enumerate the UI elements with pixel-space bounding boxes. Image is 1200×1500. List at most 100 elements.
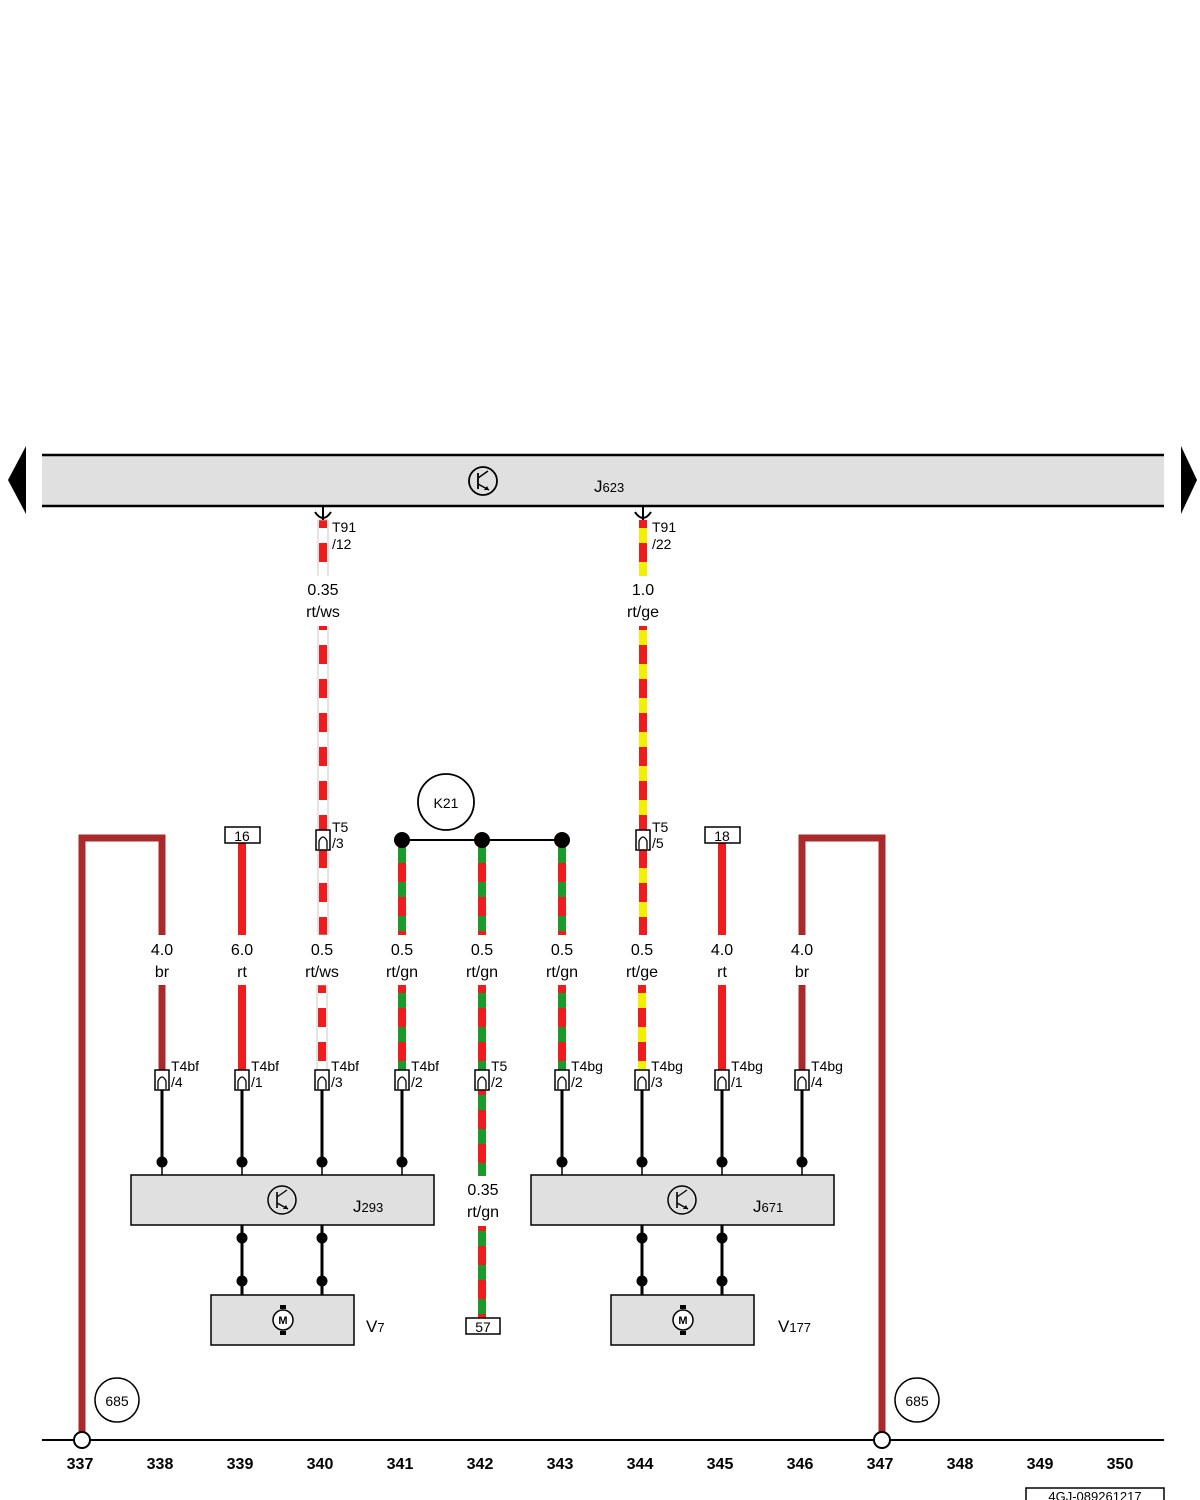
v7-motor: M V7 xyxy=(210,1294,385,1346)
previous-page-arrow[interactable] xyxy=(8,446,26,514)
svg-text:/4: /4 xyxy=(171,1074,183,1090)
wire-label-color: rt/gn xyxy=(546,964,578,981)
svg-text:T91: T91 xyxy=(332,519,356,535)
j293-module: J293 xyxy=(130,1174,435,1226)
motor-leads xyxy=(236,1225,728,1295)
v177-motor: M V177 xyxy=(610,1294,811,1346)
svg-text:/2: /2 xyxy=(411,1074,423,1090)
svg-text:/2: /2 xyxy=(491,1074,503,1090)
wire-rt-gn-a xyxy=(397,840,407,935)
wire-label-color: rt/ws xyxy=(305,964,339,981)
motor-m-icon: M xyxy=(272,1305,294,1335)
svg-text:T5: T5 xyxy=(332,819,349,835)
k21-junction xyxy=(394,832,570,848)
svg-text:T5: T5 xyxy=(491,1058,508,1074)
j671-module: J671 xyxy=(530,1174,835,1226)
v7-label: V7 xyxy=(366,1317,385,1336)
grid-number: 339 xyxy=(227,1456,254,1473)
wire-lower-3 xyxy=(397,985,407,1070)
mid-connectors: T5 /3 T5 /5 xyxy=(315,819,669,851)
wire-label-color: rt/gn xyxy=(386,964,418,981)
wire-lower-1 xyxy=(237,985,247,1070)
wire-label-size: 1.0 xyxy=(632,582,654,599)
wire-rt-16 xyxy=(237,843,247,935)
svg-text:T4bf: T4bf xyxy=(331,1058,359,1074)
wire-layer xyxy=(237,519,727,1318)
wire-label-size: 0.5 xyxy=(631,942,653,959)
svg-text:K21: K21 xyxy=(434,795,459,811)
svg-text:/1: /1 xyxy=(251,1074,263,1090)
wire-label-size: 0.5 xyxy=(471,942,493,959)
connector-t5-2: T5/2 xyxy=(474,1058,508,1091)
document-id: 4GJ-089261217 xyxy=(1025,1487,1165,1500)
svg-text:4GJ-089261217: 4GJ-089261217 xyxy=(1048,1489,1141,1500)
svg-text:T4bf: T4bf xyxy=(171,1058,199,1074)
transistor-icon xyxy=(468,466,498,496)
grid-number: 343 xyxy=(547,1456,574,1473)
lower-connectors: T4bf/4T4bf/1T4bf/3T4bf/2T5/2T4bg/2T4bg/3… xyxy=(154,1058,843,1091)
svg-text:/5: /5 xyxy=(652,835,664,851)
next-page-arrow[interactable] xyxy=(1181,446,1197,514)
top-pin-t91-12: T91 /12 xyxy=(314,507,356,552)
svg-text:T91: T91 xyxy=(652,519,676,535)
grid-number: 350 xyxy=(1107,1456,1134,1473)
grid-number: 337 xyxy=(67,1456,94,1473)
grid-number: 346 xyxy=(787,1456,814,1473)
svg-text:18: 18 xyxy=(714,828,730,844)
connector-t4bg-1: T4bg/1 xyxy=(714,1058,763,1091)
wire-ref-18: 18 xyxy=(704,826,741,844)
wire-label-color: rt/ge xyxy=(626,964,658,981)
wire-rt-gn-c xyxy=(557,840,567,935)
svg-text:T5: T5 xyxy=(652,819,669,835)
svg-text:T4bf: T4bf xyxy=(251,1058,279,1074)
k21-indicator: K21 xyxy=(417,773,475,831)
svg-text:57: 57 xyxy=(475,1319,491,1335)
wire-label-size: 4.0 xyxy=(791,942,813,959)
wire-labels: 0.35 rt/ws 1.0 rt/ge 0.35 rt/gn xyxy=(296,576,672,1226)
j623-control-unit: J623 xyxy=(42,453,1164,508)
svg-text:/12: /12 xyxy=(332,536,352,552)
wire-rt-gn-57 xyxy=(477,985,487,1318)
connector-t5-5: T5 /5 xyxy=(635,819,669,851)
brown-ground-wire-left xyxy=(76,832,168,1440)
transistor-icon xyxy=(267,1185,297,1215)
grid-number: 348 xyxy=(947,1456,974,1473)
wire-label-size: 0.35 xyxy=(307,582,338,599)
wire-label-color: rt/gn xyxy=(467,1204,499,1221)
connector-t4bg-2: T4bg/2 xyxy=(554,1058,603,1091)
connector-t4bg-4: T4bg/4 xyxy=(794,1058,843,1091)
wire-label-size: 0.35 xyxy=(467,1182,498,1199)
grid-number: 338 xyxy=(147,1456,174,1473)
j623-label: J623 xyxy=(594,477,624,496)
j671-label: J671 xyxy=(753,1197,783,1216)
svg-text:685: 685 xyxy=(105,1393,129,1409)
svg-text:M: M xyxy=(678,1315,687,1327)
grid-number: 341 xyxy=(387,1456,414,1473)
transistor-icon xyxy=(667,1185,697,1215)
wire-label-color: rt/ge xyxy=(627,604,659,621)
module-leads xyxy=(156,1090,808,1175)
wire-lower-7 xyxy=(717,985,727,1070)
wire-label-color: rt xyxy=(717,964,727,981)
wire-rt-ws-upper xyxy=(317,519,329,936)
wire-rt-gn-b xyxy=(477,840,487,935)
svg-text:/3: /3 xyxy=(331,1074,343,1090)
grid-number: 349 xyxy=(1027,1456,1054,1473)
connector-t4bf-1: T4bf/1 xyxy=(234,1058,279,1091)
grid-number: 345 xyxy=(707,1456,734,1473)
svg-text:/22: /22 xyxy=(652,536,672,552)
svg-text:/4: /4 xyxy=(811,1074,823,1090)
wire-label-color: br xyxy=(155,964,170,981)
svg-text:/2: /2 xyxy=(571,1074,583,1090)
svg-text:T4bg: T4bg xyxy=(651,1058,683,1074)
mid-wire-labels: 4.0 br 6.0 rt 0.5 rt/ws 0.5 rt/gn 0.5 rt… xyxy=(130,935,850,985)
svg-text:T4bg: T4bg xyxy=(811,1058,843,1074)
grid-number: 344 xyxy=(627,1456,654,1473)
connector-t4bf-4: T4bf/4 xyxy=(154,1058,199,1091)
svg-text:16: 16 xyxy=(234,828,250,844)
motor-m-icon: M xyxy=(672,1305,694,1335)
wire-label-color: rt/ws xyxy=(306,604,340,621)
grid-number: 342 xyxy=(467,1456,494,1473)
